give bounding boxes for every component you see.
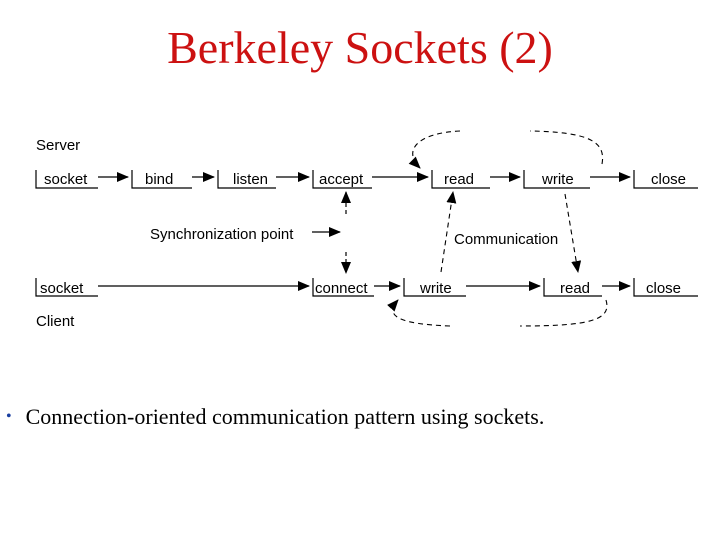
bullet-item: • Connection-oriented communication patte… [6,404,544,430]
comm-client-write-to-server-read [440,191,457,273]
solid-arrows [98,172,631,291]
client-label: Client [36,313,75,330]
server-op-accept: accept [319,171,364,188]
server-op-socket: socket [44,171,88,188]
client-op-connect: connect [315,280,368,297]
slide-title: Berkeley Sockets (2) [167,22,553,73]
client-op-read: read [560,280,590,297]
server-op-write: write [541,171,574,188]
comm-server-write-to-client-read [564,193,582,273]
client-loop-bottom [519,299,608,327]
sync-label: Synchronization point [150,226,294,243]
bullet-text: Connection-oriented communication patter… [25,404,545,429]
server-op-close: close [651,171,686,188]
client-op-write: write [419,280,452,297]
server-row: socket bind listen accept read write clo… [44,171,686,188]
client-op-socket: socket [40,280,84,297]
server-label: Server [36,137,80,154]
server-loop-top [529,130,604,165]
server-op-listen: listen [233,171,268,188]
server-loop-return [408,130,461,169]
bullet-dot-icon: • [6,408,12,425]
client-op-close: close [646,280,681,297]
box-outlines [35,170,698,297]
client-loop-return [386,299,451,327]
server-op-bind: bind [145,171,173,188]
communication-label: Communication [454,231,558,248]
communication-arrows [386,130,608,327]
client-row: socket connect write read close [40,280,681,297]
server-op-read: read [444,171,474,188]
